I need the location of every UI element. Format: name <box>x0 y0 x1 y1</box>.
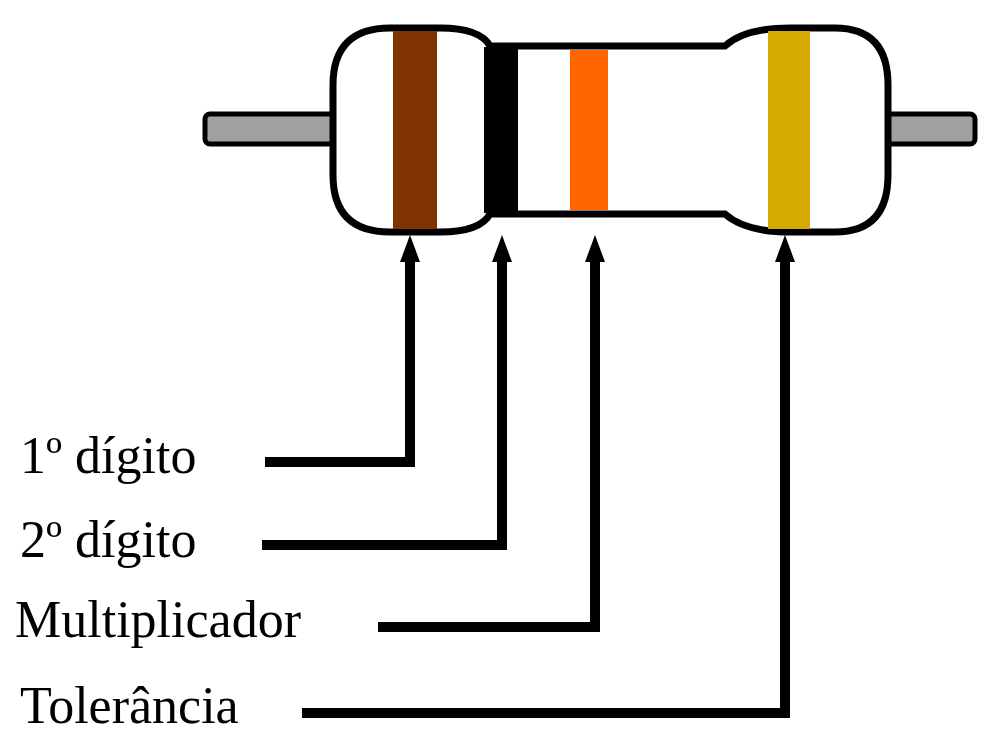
leader-line <box>302 258 785 713</box>
leader-line <box>378 258 595 627</box>
band-orange <box>570 50 608 210</box>
band-brown <box>393 31 437 229</box>
band-black <box>484 47 518 213</box>
arrowhead <box>775 235 795 262</box>
arrowhead <box>400 235 420 262</box>
leader-line <box>265 258 410 462</box>
resistor-body <box>333 28 888 232</box>
resistor-lead <box>205 114 345 144</box>
arrowhead <box>585 235 605 262</box>
part-label: Tolerância <box>20 680 239 732</box>
band-gold <box>768 31 810 229</box>
arrowhead <box>492 235 512 262</box>
part-label: 2º dígito <box>20 514 196 566</box>
part-label: 1º dígito <box>20 430 196 482</box>
leader-line <box>262 258 502 545</box>
part-label: Multiplicador <box>15 594 301 646</box>
